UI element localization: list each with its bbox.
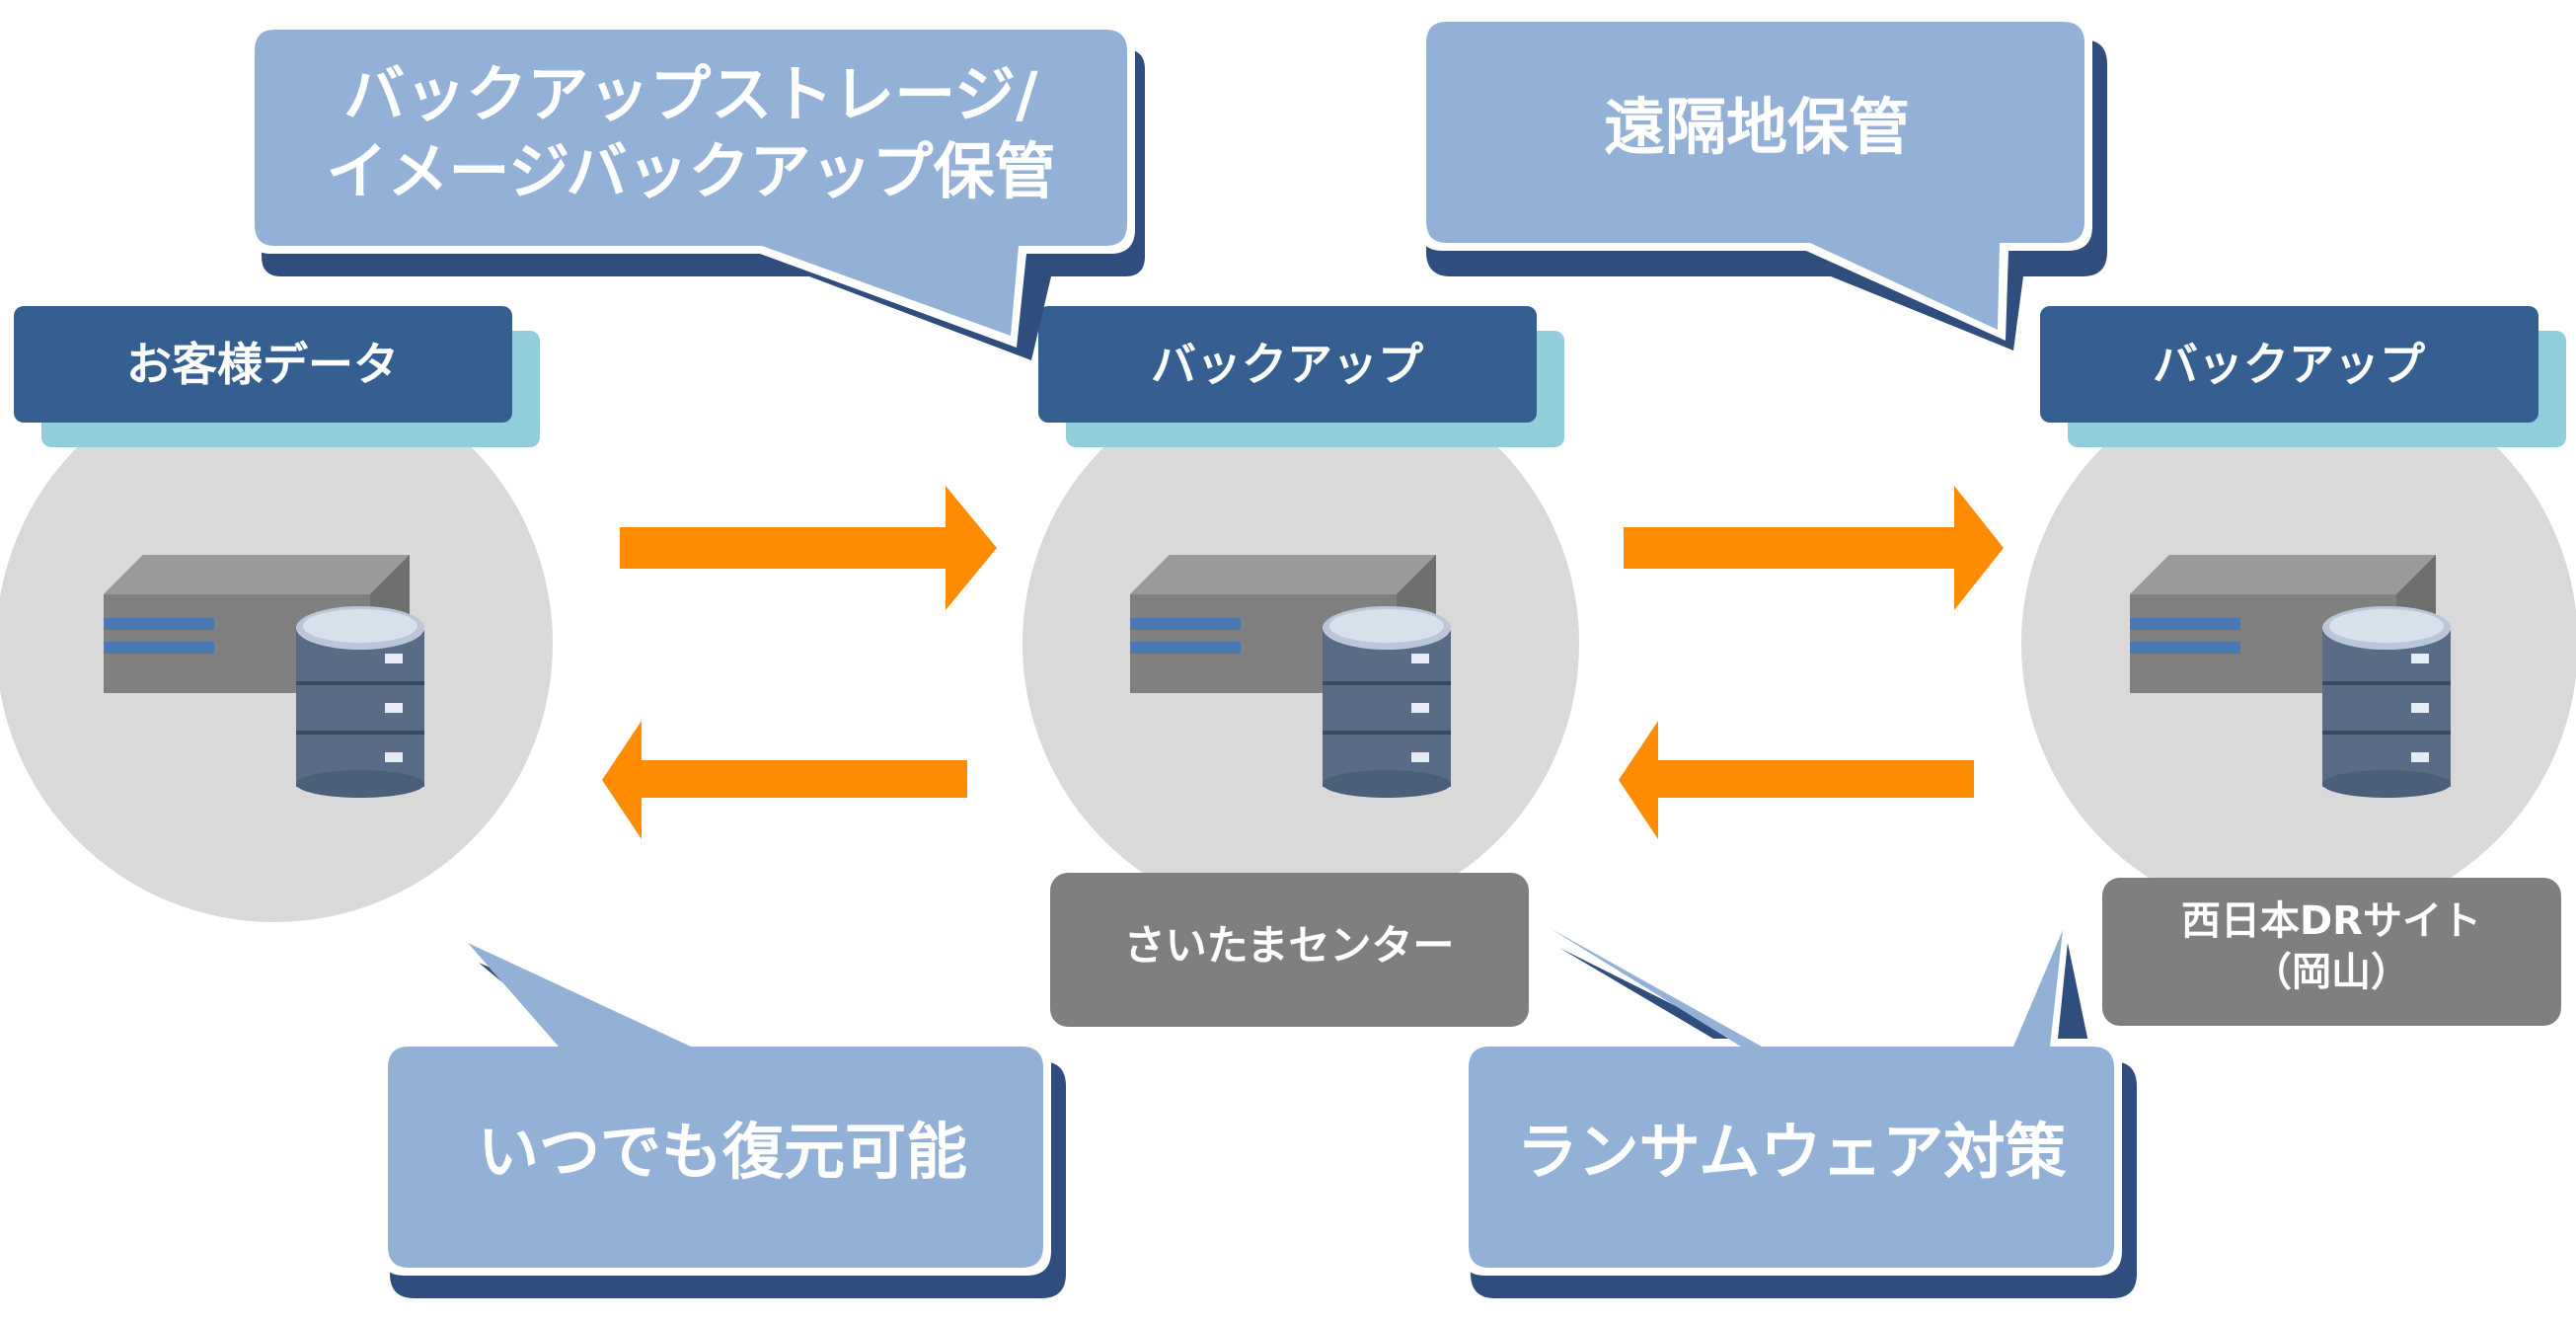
west-label-text: バックアップ bbox=[2153, 338, 2425, 391]
bubble-restore-text: いつでも復元可能 bbox=[478, 1116, 967, 1188]
customer-label-text: お客様データ bbox=[126, 338, 399, 391]
customer-label: お客様データ bbox=[14, 306, 540, 447]
saitama-label-text: バックアップ bbox=[1151, 338, 1423, 391]
west-label: バックアップ bbox=[2040, 306, 2566, 447]
bubble-storage-line2: イメージバックアップ保管 bbox=[326, 135, 1055, 207]
bubble-ransomware: ランサムウェア対策 bbox=[1461, 913, 2137, 1298]
arrow-icon bbox=[1604, 701, 1989, 859]
bubble-storage-line1: バックアップストレージ/ bbox=[343, 58, 1038, 130]
bubble-remote-text: 遠隔地保管 bbox=[1604, 91, 1910, 163]
saitama-label: バックアップ bbox=[1038, 306, 1564, 447]
saitama-location-text: さいたまセンター bbox=[1124, 921, 1455, 970]
west-location-line2: （岡山） bbox=[2252, 950, 2410, 995]
bubble-remote: 遠隔地保管 bbox=[1418, 14, 2107, 350]
bubble-ransomware-text: ランサムウェア対策 bbox=[1517, 1116, 2067, 1188]
west-location-label: 西日本DRサイト （岡山） bbox=[2102, 878, 2561, 1026]
saitama-location-label: さいたまセンター bbox=[1050, 873, 1529, 1027]
arrow-icon bbox=[614, 480, 1012, 618]
bubble-storage: バックアップストレージ/ イメージバックアップ保管 bbox=[247, 22, 1145, 360]
west-location-line1: 西日本DRサイト bbox=[2181, 898, 2481, 944]
arrow-icon bbox=[592, 701, 987, 859]
arrow-icon bbox=[1619, 480, 2018, 618]
bubble-restore: いつでも復元可能 bbox=[380, 928, 1066, 1298]
